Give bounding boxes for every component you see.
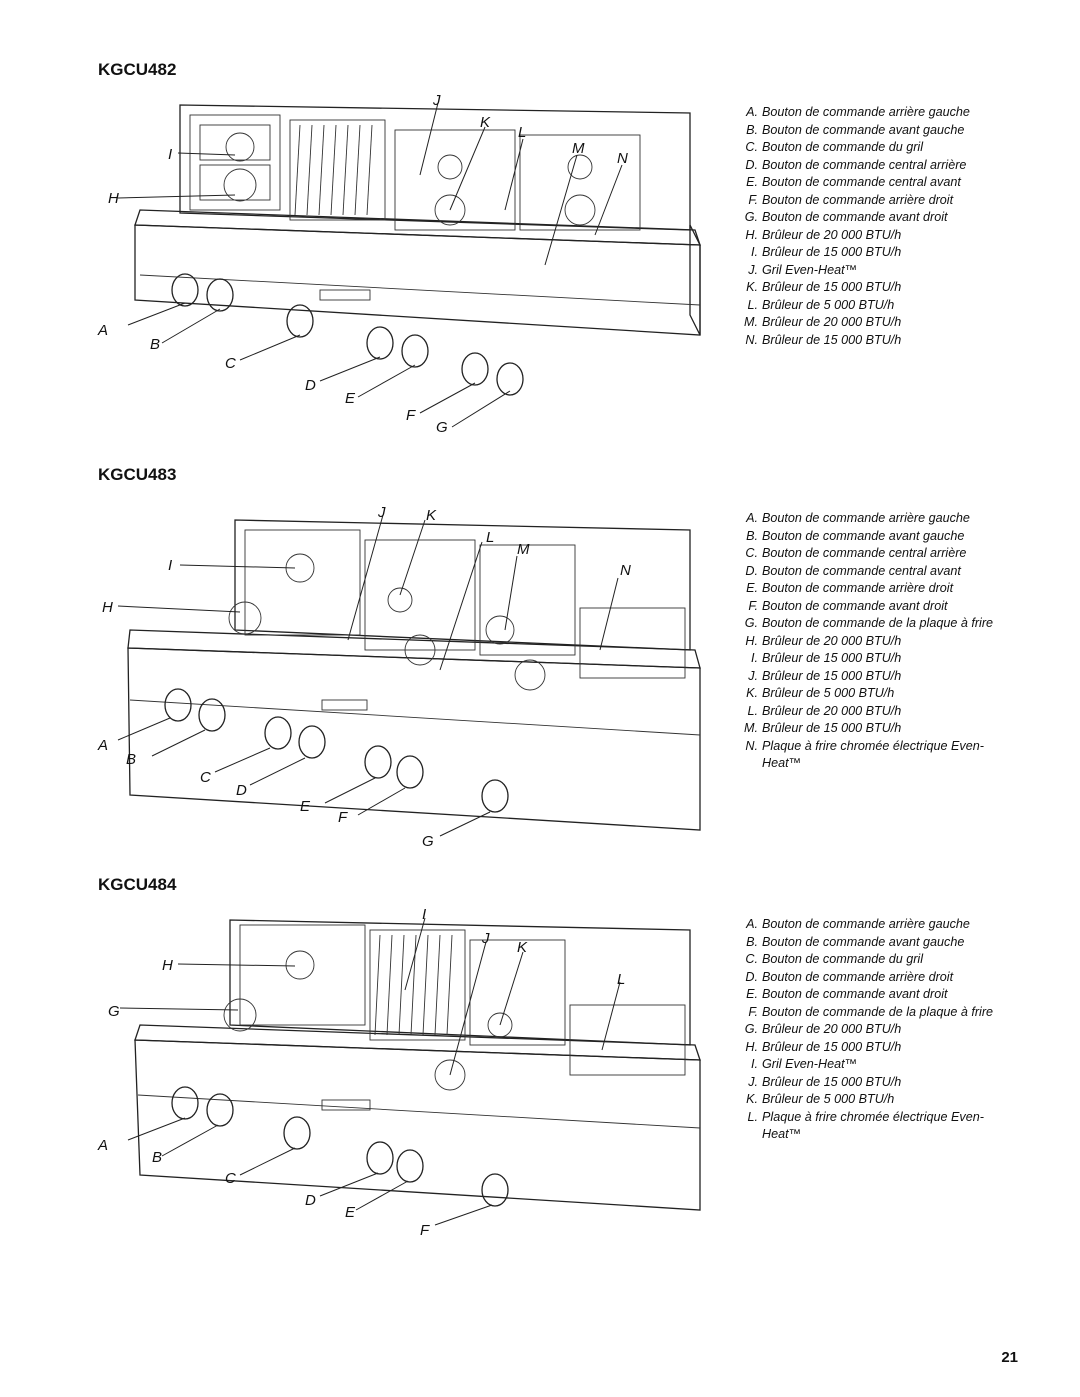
legend-item: F.Bouton de commande avant droit [748, 598, 948, 613]
callout-leaders [117, 102, 623, 428]
legend-item: F.Bouton de commande arrière droit [748, 192, 954, 207]
callout-i: I [168, 146, 172, 163]
callout-c: C [225, 1170, 236, 1187]
cooktop-illustration [134, 919, 701, 1211]
callout-b: B [150, 336, 160, 353]
legend-item: E.Bouton de commande avant droit [746, 987, 948, 1001]
legend-item: E.Bouton de commande arrière droit [746, 581, 954, 595]
legend-kgcu484: A.Bouton de commande arrière gauche B.Bo… [742, 916, 1042, 1144]
legend-item: L.Plaque à frire chromée électrique Even… [747, 1109, 984, 1142]
callout-m: M [572, 140, 585, 157]
model-title-kgcu484: KGCU484 [98, 875, 177, 894]
callout-k: K [517, 939, 528, 956]
legend-item: M.Brûleur de 20 000 BTU/h [744, 315, 902, 329]
legend-item: L.Brûleur de 20 000 BTU/h [747, 703, 902, 718]
cooktop-illustration [134, 104, 701, 396]
callout-c: C [225, 355, 236, 372]
callout-k: K [480, 114, 491, 131]
callout-l: L [518, 124, 526, 141]
model-title-kgcu482: KGCU482 [98, 60, 177, 79]
model-title-kgcu483: KGCU483 [98, 465, 177, 484]
legend-item: I.Gril Even-Heat™ [751, 1057, 858, 1071]
callout-j: J [481, 930, 490, 947]
callout-a: A [97, 322, 108, 339]
legend-item: G.Bouton de commande de la plaque à frir… [744, 616, 994, 630]
legend-item: D.Bouton de commande arrière droit [745, 969, 954, 984]
cooktop-illustration [127, 519, 701, 831]
callout-g: G [436, 419, 448, 436]
callout-l: L [617, 971, 625, 988]
legend-item: B.Bouton de commande avant gauche [746, 528, 965, 543]
legend-item: I.Brûleur de 15 000 BTU/h [751, 245, 902, 259]
legend-item: D.Bouton de commande central avant [745, 563, 961, 578]
legend-item: G.Bouton de commande avant droit [744, 210, 948, 224]
callout-i: I [422, 906, 426, 923]
callout-e: E [345, 1204, 356, 1221]
callout-i: I [168, 557, 172, 574]
callout-g: G [422, 833, 434, 850]
callout-c: C [200, 769, 211, 786]
callout-m: M [517, 541, 530, 558]
callout-f: F [338, 809, 348, 826]
legend-item: J.Brûleur de 15 000 BTU/h [748, 1074, 902, 1089]
legend-item: A.Bouton de commande arrière gauche [746, 511, 970, 525]
callout-leaders [119, 917, 621, 1226]
callout-h: H [162, 957, 173, 974]
callout-e: E [300, 798, 311, 815]
callout-d: D [236, 782, 247, 799]
legend-kgcu483: A.Bouton de commande arrière gauche B.Bo… [742, 510, 1042, 773]
callout-n: N [617, 150, 628, 167]
legend-item: B.Bouton de commande avant gauche [746, 122, 965, 137]
callout-k: K [426, 507, 437, 524]
callout-leaders [117, 514, 619, 837]
callout-j: J [432, 92, 441, 109]
legend-item: J.Gril Even-Heat™ [748, 262, 858, 277]
cooktop-diagram-kgcu484: A B C D E F G H I J K L [90, 900, 710, 1245]
callout-f: F [406, 407, 416, 424]
cooktop-diagram-kgcu483: A B C D E F G H I J K L M N [90, 500, 710, 855]
callout-g: G [108, 1003, 120, 1020]
callout-d: D [305, 1192, 316, 1209]
legend-item: K.Brûleur de 5 000 BTU/h [746, 1092, 895, 1106]
legend-item: F.Bouton de commande de la plaque à frir… [748, 1004, 994, 1019]
page-number: 21 [1001, 1349, 1018, 1366]
callout-l: L [486, 529, 494, 546]
legend-item: N.Plaque à frire chromée électrique Even… [745, 738, 984, 771]
callout-b: B [126, 751, 136, 768]
legend-item: N.Brûleur de 15 000 BTU/h [745, 332, 902, 347]
legend-item: K.Brûleur de 5 000 BTU/h [746, 686, 895, 700]
legend-kgcu482: A.Bouton de commande arrière gauche B.Bo… [742, 104, 1042, 349]
legend-item: A.Bouton de commande arrière gauche [746, 917, 970, 931]
legend-item: L.Brûleur de 5 000 BTU/h [747, 297, 895, 312]
legend-item: H.Brûleur de 20 000 BTU/h [745, 633, 902, 648]
callout-h: H [108, 190, 119, 207]
callout-j: J [377, 504, 386, 521]
legend-item: C.Bouton de commande du gril [745, 952, 924, 966]
callout-d: D [305, 377, 316, 394]
callout-b: B [152, 1149, 162, 1166]
legend-item: E.Bouton de commande central avant [746, 175, 961, 189]
legend-item: H.Brûleur de 15 000 BTU/h [745, 1039, 902, 1054]
legend-item: M.Brûleur de 15 000 BTU/h [744, 721, 902, 735]
legend-item: J.Brûleur de 15 000 BTU/h [748, 668, 902, 683]
legend-item: C.Bouton de commande du gril [745, 140, 924, 154]
legend-item: D.Bouton de commande central arrière [745, 157, 967, 172]
legend-item: A.Bouton de commande arrière gauche [746, 105, 970, 119]
legend-item: B.Bouton de commande avant gauche [746, 934, 965, 949]
legend-item: H.Brûleur de 20 000 BTU/h [745, 227, 902, 242]
legend-item: C.Bouton de commande central arrière [745, 546, 967, 560]
callout-e: E [345, 390, 356, 407]
callout-n: N [620, 562, 631, 579]
callout-a: A [97, 737, 108, 754]
callout-a: A [97, 1137, 108, 1154]
legend-item: K.Brûleur de 15 000 BTU/h [746, 280, 902, 294]
callout-h: H [102, 599, 113, 616]
callout-f: F [420, 1222, 430, 1239]
cooktop-diagram-kgcu482: A B C D E F G H I J K L M N [90, 85, 710, 440]
legend-item: I.Brûleur de 15 000 BTU/h [751, 651, 902, 665]
legend-item: G.Brûleur de 20 000 BTU/h [744, 1022, 902, 1036]
